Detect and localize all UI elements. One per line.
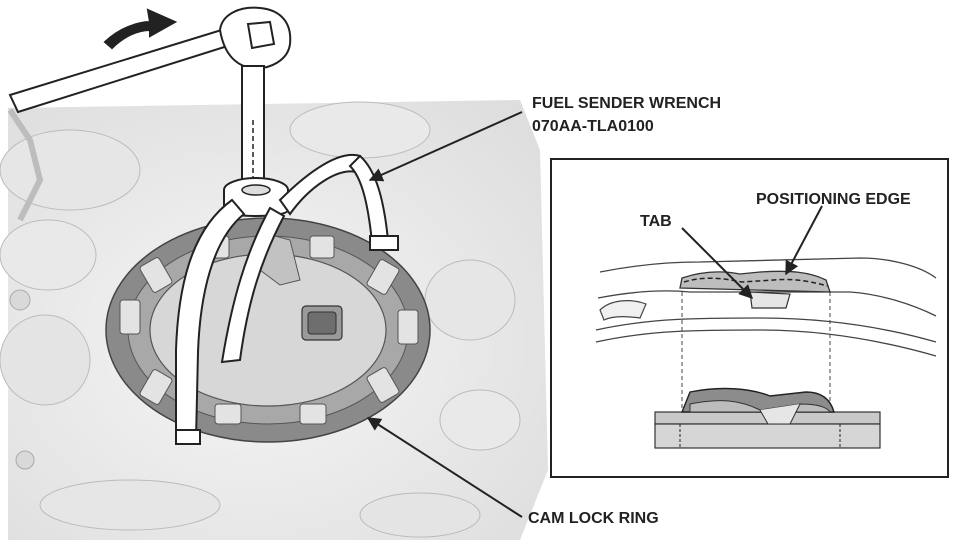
fuel-sender-wrench — [8, 6, 399, 445]
tab-label: TAB — [640, 213, 672, 230]
rotation-arrow-icon — [103, 8, 178, 50]
cam-lock-ring-callout: CAM LOCK RING — [366, 417, 659, 527]
inset-detail-view: TAB POSITIONING EDGE — [550, 158, 949, 478]
tab-callout: TAB — [640, 213, 753, 299]
wrench-name-label: FUEL SENDER WRENCH — [532, 95, 721, 112]
wrench-part-number-label: 070AA-TLA0100 — [532, 118, 654, 135]
cam-lock-ring-label: CAM LOCK RING — [528, 510, 659, 527]
wrench-callout: FUEL SENDER WRENCH 070AA-TLA0100 — [368, 95, 721, 182]
positioning-edge-callout: POSITIONING EDGE — [756, 191, 911, 276]
positioning-edge-label: POSITIONING EDGE — [756, 191, 911, 208]
